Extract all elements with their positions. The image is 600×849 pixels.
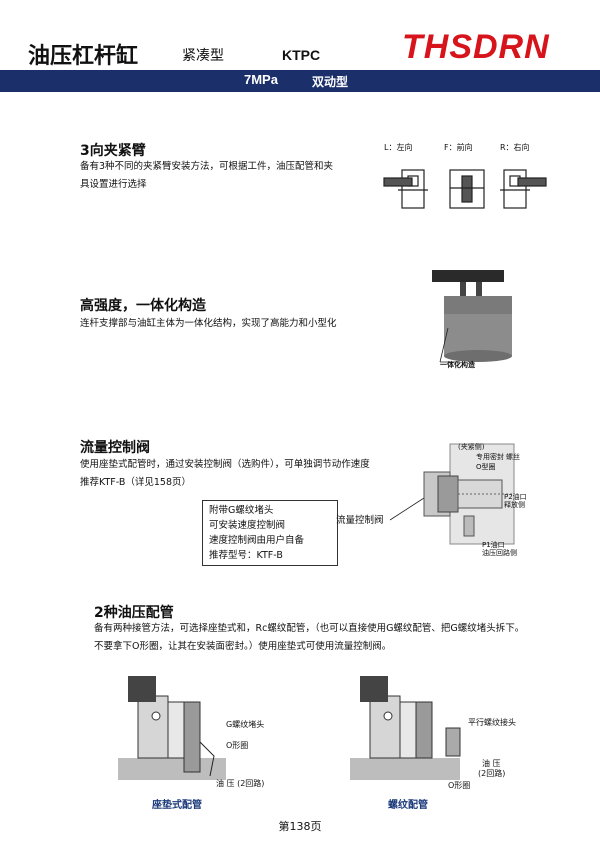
text-line: 具设置进行选择 [80,179,147,190]
label-front: F：前向 [444,143,473,152]
section-heading-valve: 流量控制阀 [80,440,150,456]
label-right: R：右向 [500,143,530,152]
arm-front-figure [449,169,485,209]
text-line: 备有3种不同的夹紧臂安装方法，可根据工件，油压配管和夹 [80,161,334,172]
box-line: 速度控制阀由用户自备 [209,535,305,546]
label-oil-left: 油 压 (2回路) [216,779,265,788]
band-type: 双动型 [312,75,349,89]
caption-pad-piping: 座垫式配管 [152,800,202,811]
label-oil-right: 油 压 [482,759,501,768]
label-oil-circuit: (2回路) [478,769,506,778]
diag-label: (夹紧侧) [458,443,485,451]
valve-info-box: 附带G螺纹堵头 可安装速度控制阀 速度控制阀由用户自备 推荐型号：KTF-B [202,500,338,566]
label-left: L：左向 [384,143,413,152]
page-title: 油压杠杆缸 [28,44,139,69]
box-line: 附带G螺纹堵头 [209,505,274,516]
box-line: 推荐型号：KTF-B [209,550,283,561]
section-heading-piping: 2种油压配管 [94,605,174,621]
label-g-plug: G螺纹堵头 [226,720,265,729]
label-o-ring-left: O形圈 [226,741,249,750]
label-parallel-fitting: 平行螺纹接头 [468,718,516,727]
pad-piping-diagram [118,676,226,780]
valve-section-diagram [389,443,515,545]
page-subtitle: 紧凑型 [182,48,224,64]
diag-label: P1油口 [482,541,505,549]
brand-logo: THSDRN [402,28,550,66]
text-line: 备有两种接管方法，可选择座垫式和，Rc螺纹配管，（也可以直接使用G螺纹配管、把G… [94,623,525,634]
section-text-valve: 使用座垫式配管时，通过安装控制阀（选购件），可单独调节动作速度 推荐KTF-B（… [80,456,370,492]
diag-label: 油压回路侧 [482,549,517,557]
text-line: 使用座垫式配管时，通过安装控制阀（选购件），可单独调节动作速度 [80,459,370,470]
diag-label: 专用密封 [476,453,504,461]
text-line: 不要拿下O形圈，让其在安装面密封。）使用座垫式可使用流量控制阀。 [94,641,392,652]
callout-integrated: 一体化构造 [440,361,475,369]
cylinder-figure [432,270,512,363]
section-heading-structure: 高强度，一体化构造 [80,298,206,314]
valve-label: 流量控制阀 [336,515,384,526]
spec-band: 7MPa 双动型 [0,70,600,92]
page-number: 第138页 [278,820,322,833]
band-pressure: 7MPa [244,72,278,87]
box-line: 可安装速度控制阀 [209,520,286,531]
section-text-arm: 备有3种不同的夹紧臂安装方法，可根据工件，油压配管和夹 具设置进行选择 [80,158,333,194]
diag-label: 螺丝 [506,453,520,461]
section-text-structure: 连杆支撑部与油缸主体为一体化结构，实现了高能力和小型化 [80,318,337,329]
diag-label: O型圈 [476,463,496,471]
arm-left-figure [383,169,428,209]
section-heading-arm: 3向夹紧臂 [80,143,146,159]
thread-piping-diagram [350,676,461,780]
label-o-ring-right: O形圈 [448,781,471,790]
model-code: KTPC [282,47,321,63]
section-text-piping: 备有两种接管方法，可选择座垫式和，Rc螺纹配管，（也可以直接使用G螺纹配管、把G… [94,620,524,656]
diag-label: P2油口 [504,493,527,501]
diag-label: 释放侧 [504,501,525,509]
arm-orientation-diagrams [383,169,547,209]
arm-right-figure [500,169,547,209]
text-line: 推荐KTF-B（详见158页） [80,477,191,488]
caption-thread-piping: 螺纹配管 [388,800,428,811]
